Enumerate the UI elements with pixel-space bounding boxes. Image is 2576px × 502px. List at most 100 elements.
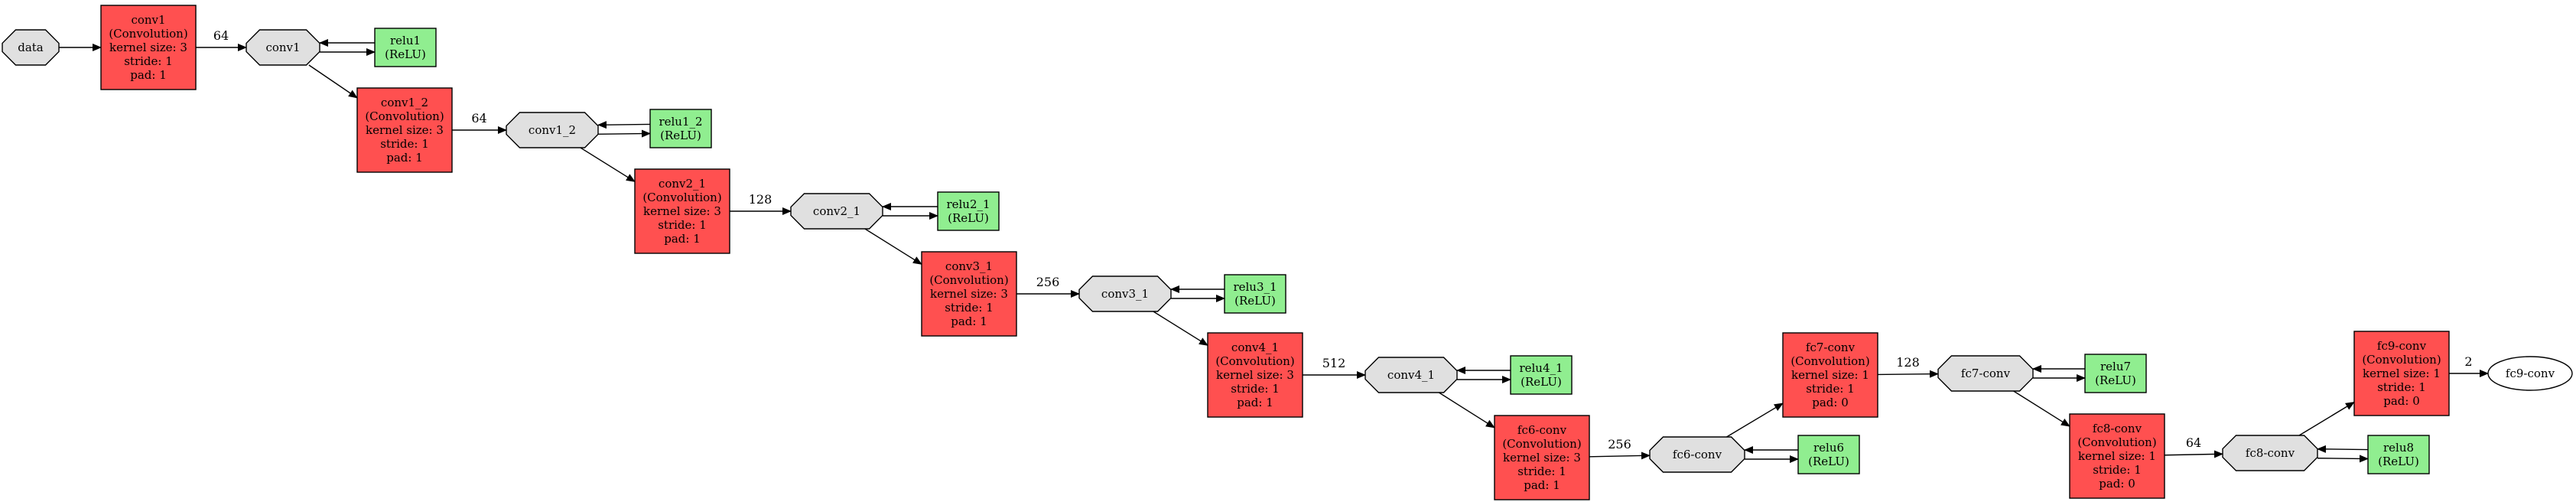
edge-label-channels: 256 — [1036, 275, 1060, 289]
node-label: fc6-conv — [1673, 448, 1722, 461]
node-param: (Convolution) — [929, 273, 1008, 287]
edge-fc8-conv-layer-to-fc8-conv-blob — [2164, 450, 2223, 458]
node-label: relu1 — [390, 34, 421, 47]
node-conv1-2-layer: conv1_2(Convolution)kernel size: 3stride… — [356, 87, 453, 173]
node-param: (Convolution) — [1215, 354, 1294, 368]
node-param: kernel size: 3 — [643, 204, 721, 218]
node-relu1-2: relu1_2(ReLU) — [649, 109, 712, 148]
node-param: (ReLU) — [1521, 375, 1562, 389]
node-conv4-1-blob: conv4_1 — [1364, 357, 1458, 393]
edge-fc8-conv-blob-to-relu8 — [2317, 455, 2369, 463]
node-param: (Convolution) — [1791, 354, 1869, 368]
node-label: conv4_1 — [1387, 368, 1435, 382]
node-relu6: relu6(ReLU) — [1797, 435, 1860, 474]
edge-label-channels: 64 — [2186, 435, 2201, 450]
node-relu4-1: relu4_1(ReLU) — [1510, 355, 1573, 395]
node-param: stride: 1 — [1231, 382, 1280, 396]
node-param: kernel size: 3 — [930, 287, 1008, 301]
node-label: conv1_2 — [529, 123, 576, 137]
blob-octagon — [246, 29, 320, 66]
blob-octagon — [2222, 435, 2318, 471]
node-fc9-conv-layer: fc9-conv(Convolution)kernel size: 1strid… — [2353, 331, 2450, 416]
edge-relu8-to-fc8-conv-blob — [2317, 445, 2369, 453]
node-conv2-1-layer: conv2_1(Convolution)kernel size: 3stride… — [634, 168, 730, 254]
node-label: relu8 — [2383, 441, 2414, 455]
node-param: (Convolution) — [365, 109, 444, 123]
node-param: (ReLU) — [1808, 455, 1849, 468]
relu-box — [649, 109, 712, 148]
node-label: relu7 — [2100, 360, 2131, 373]
node-param: (ReLU) — [660, 129, 701, 142]
node-label: conv4_1 — [1231, 341, 1279, 354]
node-fc8-conv-layer: fc8-conv(Convolution)kernel size: 1strid… — [2069, 413, 2165, 499]
node-param: kernel size: 3 — [109, 41, 187, 54]
node-fc8-conv-blob: fc8-conv — [2222, 435, 2318, 471]
edge-label-channels: 128 — [1896, 355, 1920, 370]
node-param: (ReLU) — [2378, 455, 2419, 468]
relu-box — [1797, 435, 1860, 474]
convolution-box — [2069, 413, 2165, 499]
convolution-box — [1207, 332, 1303, 418]
node-label: fc9-conv — [2506, 367, 2555, 380]
node-fc7-conv-layer: fc7-conv(Convolution)kernel size: 1strid… — [1782, 332, 1878, 418]
node-param: (ReLU) — [385, 47, 426, 61]
relu-box — [937, 191, 1000, 231]
relu-box — [374, 28, 437, 67]
edge-fc8-conv-blob-to-fc9-conv-layer — [2298, 401, 2355, 436]
node-label: relu6 — [1813, 441, 1844, 455]
node-param: kernel size: 1 — [1791, 368, 1869, 382]
node-param: pad: 1 — [1237, 396, 1273, 409]
node-label: data — [18, 41, 44, 54]
node-relu3-1: relu3_1(ReLU) — [1224, 274, 1286, 314]
node-param: kernel size: 3 — [1503, 451, 1581, 465]
node-param: pad: 1 — [130, 68, 167, 82]
blob-octagon — [1937, 355, 2034, 392]
node-param: stride: 1 — [1517, 465, 1566, 478]
node-label: relu3_1 — [1233, 280, 1277, 294]
output-ellipse — [2487, 356, 2573, 391]
node-param: stride: 1 — [2093, 463, 2142, 477]
relu-box — [1510, 355, 1573, 395]
relu-box — [2084, 354, 2147, 393]
node-param: kernel size: 1 — [2078, 449, 2156, 463]
convolution-box — [634, 168, 730, 254]
node-param: kernel size: 3 — [366, 123, 444, 137]
edge-conv2-1-blob-to-conv3-1-layer — [864, 228, 922, 265]
edge-conv1-2-blob-to-relu1-2 — [597, 129, 651, 138]
node-fc7-conv-blob: fc7-conv — [1937, 355, 2034, 392]
blob-octagon — [1649, 436, 1745, 473]
node-label: fc7-conv — [1961, 367, 2011, 380]
node-conv2-1-blob: conv2_1 — [790, 193, 883, 230]
node-param: stride: 1 — [945, 301, 994, 315]
node-param: stride: 1 — [658, 218, 707, 232]
node-param: (Convolution) — [2077, 435, 2156, 449]
convolution-box — [1782, 332, 1878, 418]
relu-box — [1224, 274, 1286, 314]
edge-label-channels: 2 — [2464, 354, 2472, 369]
node-label: conv1 — [131, 13, 165, 27]
node-label: fc9-conv — [2377, 339, 2427, 353]
edge-conv3-1-blob-to-conv4-1-layer — [1153, 311, 1208, 346]
node-param: stride: 1 — [380, 137, 429, 151]
blob-octagon — [2, 29, 60, 66]
node-param: kernel size: 3 — [1216, 368, 1294, 382]
blob-octagon — [1078, 275, 1172, 312]
convolution-box — [921, 251, 1017, 337]
node-param: pad: 0 — [2383, 394, 2420, 408]
node-param: stride: 1 — [2377, 380, 2426, 394]
node-relu7: relu7(ReLU) — [2084, 354, 2147, 393]
node-conv1-layer: conv1(Convolution)kernel size: 3stride: … — [100, 5, 197, 90]
node-param: pad: 1 — [386, 151, 423, 165]
node-param: kernel size: 1 — [2363, 367, 2441, 380]
node-label: fc8-conv — [2246, 446, 2295, 460]
node-fc6-conv-layer: fc6-conv(Convolution)kernel size: 3strid… — [1494, 415, 1590, 500]
node-param: (ReLU) — [948, 211, 989, 225]
node-param: pad: 1 — [1524, 478, 1560, 492]
node-label: relu4_1 — [1519, 361, 1563, 375]
node-param: (Convolution) — [642, 191, 721, 204]
node-param: pad: 0 — [1812, 396, 1849, 409]
node-label: conv3_1 — [945, 259, 993, 273]
blob-octagon — [790, 193, 883, 230]
